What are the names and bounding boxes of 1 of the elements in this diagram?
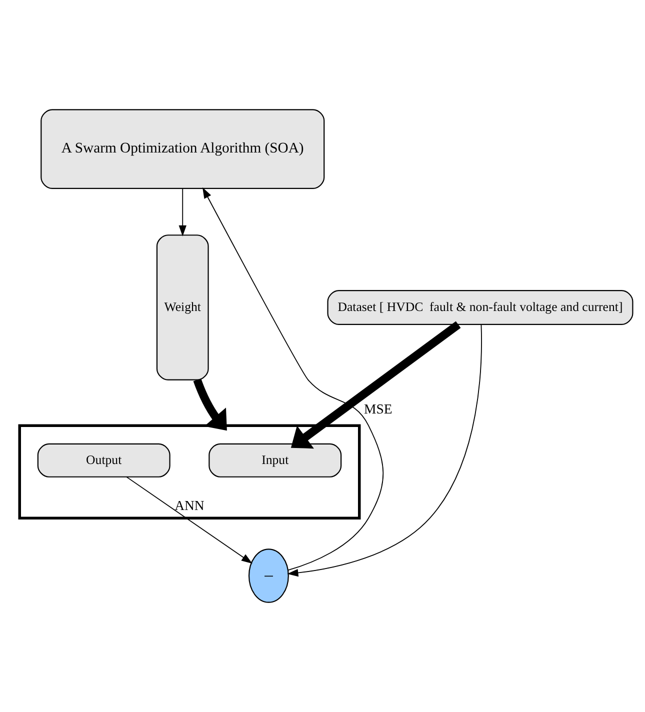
edge-label: MSE <box>364 402 392 417</box>
